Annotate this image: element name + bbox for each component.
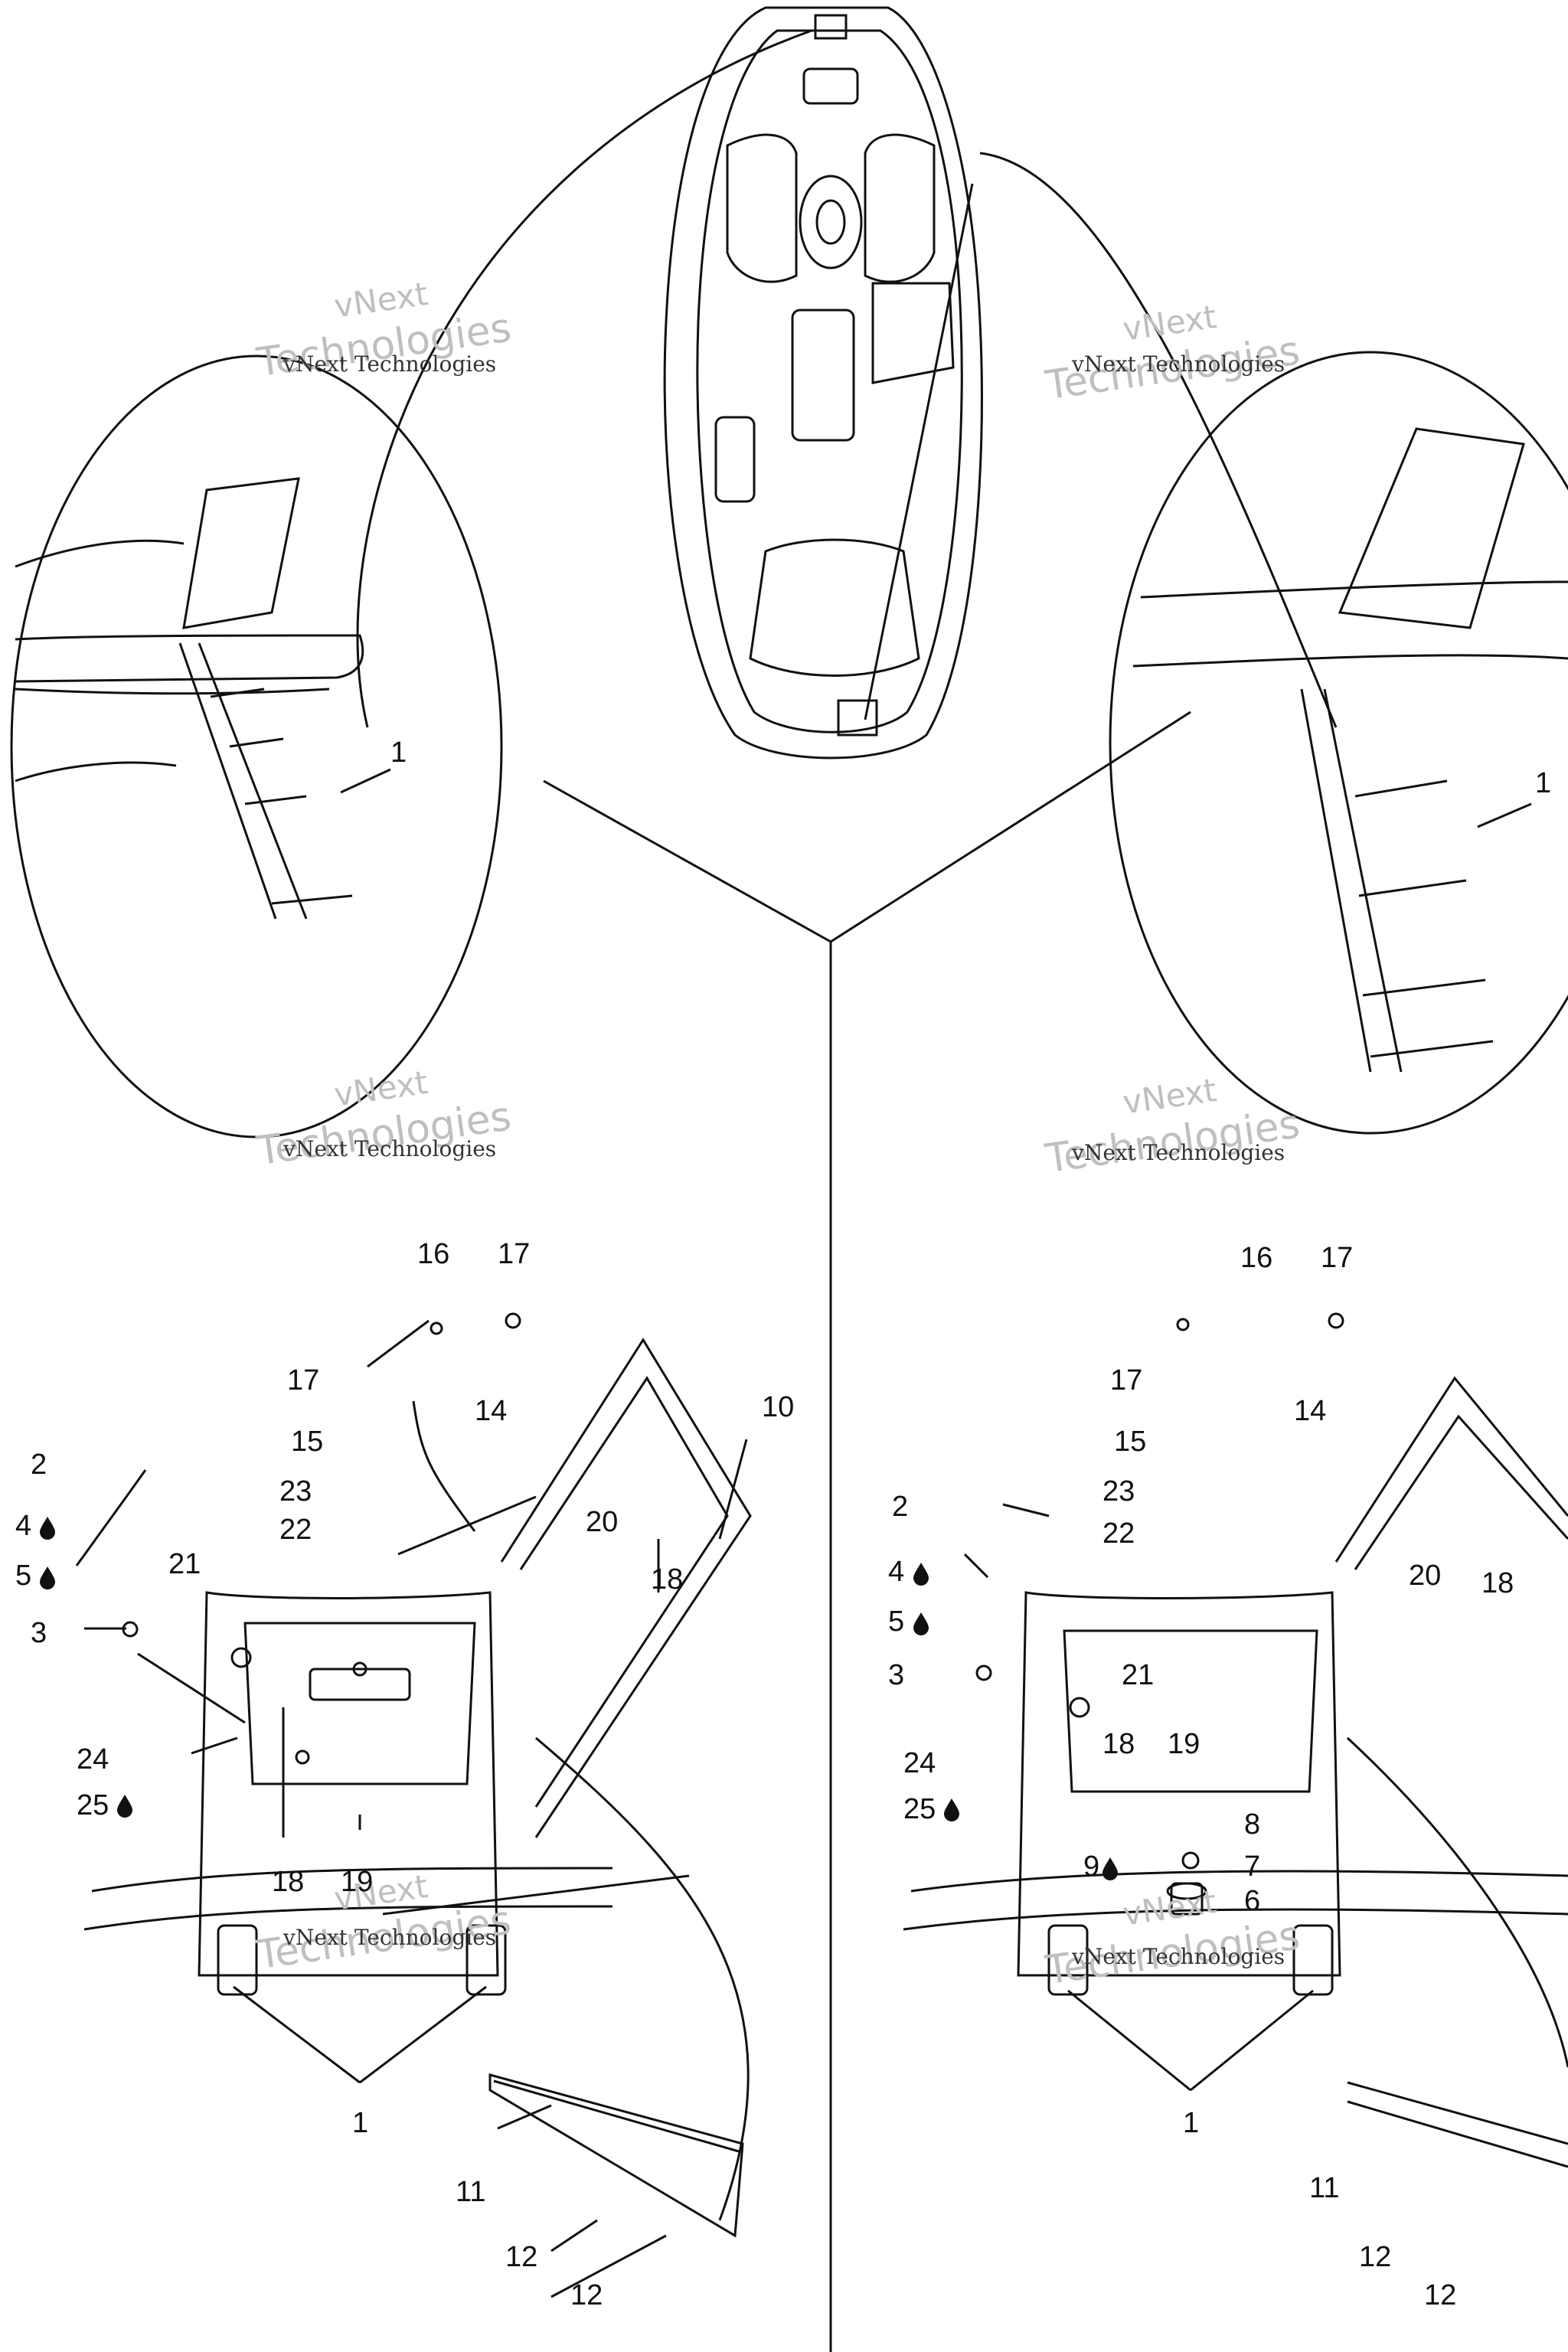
- callout-17: 17: [1110, 1364, 1142, 1396]
- callout-3: 3: [888, 1659, 904, 1691]
- watermark-caption: vNext Technologies: [1071, 1140, 1285, 1165]
- callout-11: 11: [456, 2176, 485, 2208]
- watermark-caption: vNext Technologies: [283, 1925, 496, 1950]
- callout-5: 5: [15, 1560, 31, 1592]
- callout-25: 25: [903, 1793, 936, 1825]
- callout-21: 21: [168, 1548, 201, 1580]
- fasteners: [122, 1312, 1344, 1870]
- callout-20: 20: [1409, 1560, 1441, 1592]
- callout-14: 14: [475, 1395, 507, 1427]
- callout-24: 24: [77, 1743, 109, 1775]
- callout-18: 18: [1481, 1567, 1514, 1599]
- line-art: [10, 6, 1568, 2352]
- callout-24: 24: [903, 1747, 936, 1779]
- callout-22: 22: [1102, 1517, 1135, 1550]
- callout-5: 5: [888, 1606, 904, 1638]
- callout-21: 21: [1122, 1659, 1154, 1691]
- callout-22: 22: [279, 1514, 312, 1546]
- watermarks: vNext Technologies vNext Technologies vN…: [253, 275, 1302, 1994]
- callout-17: 17: [287, 1364, 319, 1396]
- callout-20: 20: [586, 1506, 618, 1538]
- callout-9: 9: [1083, 1851, 1099, 1883]
- callout-17: 17: [498, 1238, 530, 1270]
- callout-1: 1: [1183, 2107, 1199, 2139]
- callout-15: 15: [291, 1426, 323, 1458]
- callout-1: 1: [390, 737, 407, 769]
- callout-1: 1: [1535, 767, 1551, 799]
- callout-12: 12: [1359, 2241, 1391, 2273]
- callout-6: 6: [1244, 1885, 1260, 1917]
- callout-4: 4: [888, 1556, 904, 1588]
- callout-25: 25: [77, 1789, 109, 1821]
- callout-10: 10: [762, 1391, 794, 1423]
- callout-7: 7: [1244, 1851, 1260, 1883]
- callout-labels: 1 1 16 17 17 14 10 15 2 23 22 4 5 20 18 …: [15, 737, 1551, 2311]
- callout-12: 12: [1424, 2279, 1456, 2311]
- callout-8: 8: [1244, 1808, 1260, 1841]
- callout-16: 16: [1240, 1242, 1272, 1274]
- watermark-caption: vNext Technologies: [283, 1136, 496, 1161]
- callout-19: 19: [341, 1866, 373, 1898]
- callout-18: 18: [651, 1563, 683, 1596]
- callout-16: 16: [417, 1238, 449, 1270]
- callout-2: 2: [892, 1491, 908, 1523]
- callout-11: 11: [1309, 2172, 1339, 2204]
- callout-12: 12: [570, 2279, 603, 2311]
- callout-14: 14: [1294, 1395, 1326, 1427]
- callout-23: 23: [1102, 1475, 1135, 1508]
- callout-23: 23: [279, 1475, 312, 1508]
- callout-18: 18: [1102, 1728, 1135, 1760]
- callout-1: 1: [352, 2107, 368, 2139]
- callout-15: 15: [1114, 1426, 1146, 1458]
- callout-17: 17: [1321, 1242, 1353, 1274]
- callout-4: 4: [15, 1510, 31, 1542]
- callout-18: 18: [272, 1866, 304, 1898]
- callout-19: 19: [1168, 1728, 1200, 1760]
- callout-3: 3: [31, 1617, 47, 1649]
- callout-12: 12: [505, 2241, 537, 2273]
- watermark-caption: vNext Technologies: [1071, 1944, 1285, 1969]
- watermark-caption: vNext Technologies: [283, 351, 496, 377]
- watermark-caption: vNext Technologies: [1071, 351, 1285, 377]
- callout-2: 2: [31, 1449, 47, 1481]
